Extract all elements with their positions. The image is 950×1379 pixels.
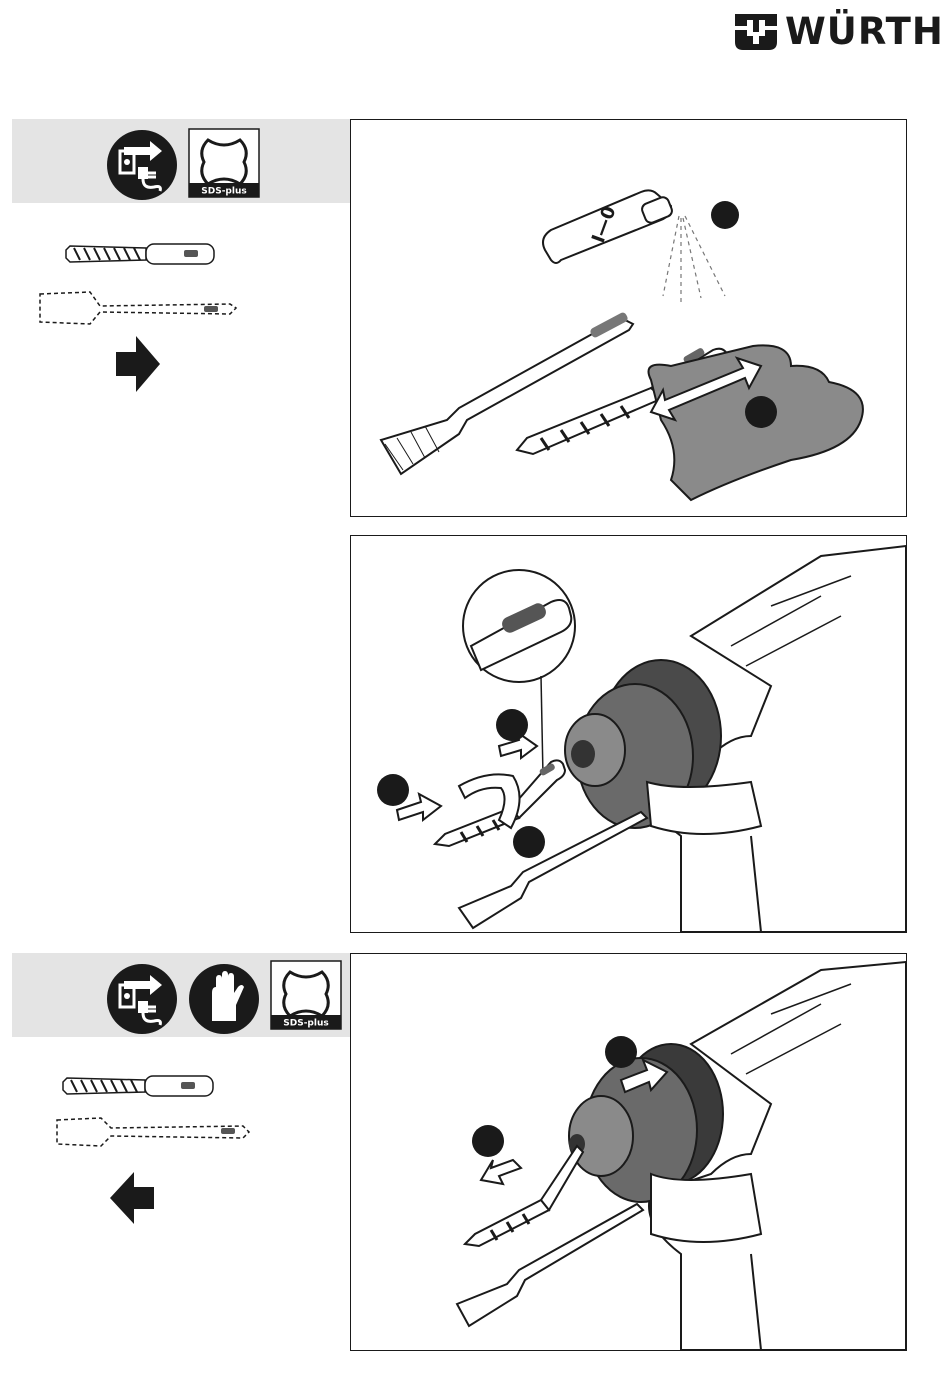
step-callout-1 <box>711 201 739 229</box>
chisel-icon <box>57 1118 249 1146</box>
arrow-left-icon <box>110 1172 154 1224</box>
gloves-icon <box>188 963 260 1035</box>
pull-out-arrow-icon <box>481 1160 521 1184</box>
brand-name: WÜRTH <box>785 10 944 54</box>
drill-bit-icon <box>465 1146 583 1246</box>
panel-insert-bit <box>350 535 907 933</box>
sds-plus-icon: SDS-plus <box>188 128 260 198</box>
clean-grease-illustration: I—0 <box>351 120 906 516</box>
sds-label: SDS-plus <box>283 1019 328 1029</box>
bit-types-illustration-2 <box>55 1070 285 1160</box>
step-callout-1 <box>605 1036 637 1068</box>
requirements-band-1 <box>12 119 350 203</box>
sds-label: SDS-plus <box>201 187 246 197</box>
wurth-emblem-icon <box>733 12 779 52</box>
grease-bottle-icon: I—0 <box>543 190 725 306</box>
chisel-icon <box>40 292 236 324</box>
wurth-logo: WÜRTH <box>733 10 939 54</box>
unplug-icon <box>106 129 178 201</box>
unplug-icon <box>106 963 178 1035</box>
step-callout-2 <box>472 1125 504 1157</box>
arrow-right-icon <box>116 336 160 392</box>
panel-clean-and-grease: I—0 <box>350 119 907 517</box>
panel-remove-bit <box>350 953 907 1351</box>
step-callout-2 <box>377 774 409 806</box>
bit-types-illustration-1 <box>30 238 260 328</box>
hammer-drill-icon <box>569 962 906 1350</box>
hammer-drill-icon <box>565 546 906 932</box>
drill-bit-icon <box>66 244 214 264</box>
step-callout-1 <box>496 709 528 741</box>
insert-bit-illustration <box>351 536 906 932</box>
sds-plus-icon: SDS-plus <box>270 960 342 1030</box>
step-callout-2 <box>745 396 777 428</box>
remove-bit-illustration <box>351 954 906 1350</box>
chisel-icon <box>457 1204 643 1326</box>
step-callout-3 <box>513 826 545 858</box>
drill-bit-icon <box>435 760 565 846</box>
chisel-icon <box>381 311 633 474</box>
drill-bit-icon <box>63 1076 213 1096</box>
